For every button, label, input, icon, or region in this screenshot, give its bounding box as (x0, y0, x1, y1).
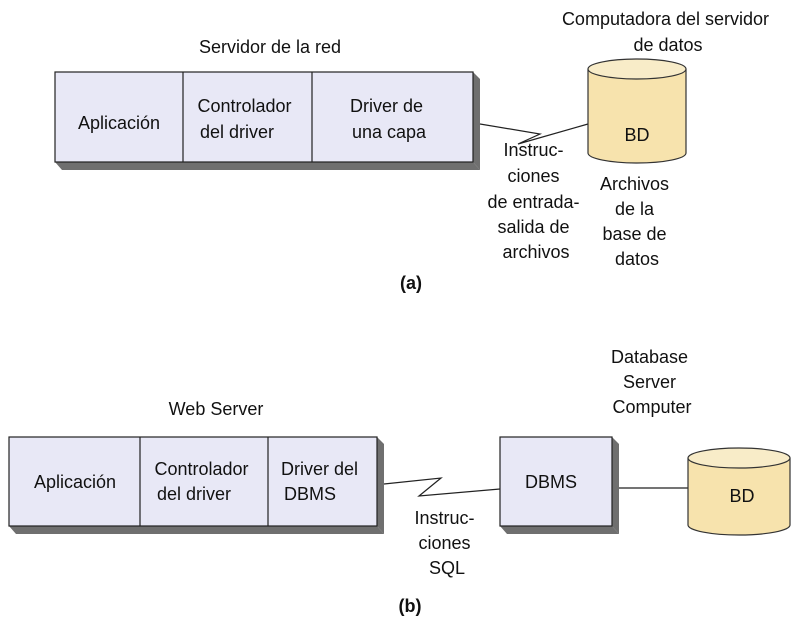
dbms-box (499, 436, 619, 534)
server-box-face-a (54, 71, 474, 163)
cell-controlador-a: Controlador del driver (197, 96, 296, 142)
database-body-b (687, 458, 791, 536)
database-top-a (587, 58, 687, 80)
db-label-b: BD (729, 486, 754, 506)
server-box-a (54, 71, 480, 170)
dbms-box-face (499, 436, 613, 527)
db-computer-title-a: Computadora del servidor de datos (562, 9, 774, 55)
web-server-title-b: Web Server (169, 399, 264, 419)
server-box-bottom-shade-b (9, 526, 384, 534)
db-files-label-a: Archivos de la base de datos (600, 174, 674, 269)
connector-label-b: Instruc- ciones SQL (414, 508, 479, 578)
db-computer-title-b: Database Server Computer (611, 347, 693, 417)
connector-label-a: Instruc- ciones de entrada- salida de ar… (487, 140, 584, 262)
database-body-a (587, 69, 687, 164)
cell-controlador-b: Controlador del driver (154, 459, 253, 504)
cell-driver-capa-a: Driver de una capa (350, 96, 428, 142)
dbms-label: DBMS (525, 472, 577, 492)
database-top-b (687, 447, 791, 469)
database-cylinder-b (687, 447, 791, 536)
server-box-face-b (8, 436, 378, 527)
db-label-a: BD (624, 125, 649, 145)
cell-aplicacion-a: Aplicación (78, 113, 160, 133)
server-box-bottom-shade-a (55, 162, 480, 170)
web-server-title-a: Servidor de la red (199, 37, 341, 57)
dbms-box-bottom-shade (500, 526, 619, 534)
caption-a: (a) (400, 273, 422, 293)
connector-line-a (479, 123, 589, 145)
server-box-side-shade-b (377, 437, 384, 534)
dbms-box-side-shade (612, 437, 619, 534)
server-box-side-shade-a (473, 72, 480, 170)
cell-aplicacion-b: Aplicación (34, 472, 116, 492)
diagram-a: Servidor de la red Computadora del servi… (54, 9, 774, 293)
caption-b: (b) (399, 596, 422, 616)
database-cylinder-a (587, 58, 687, 164)
cell-driver-dbms-b: Driver del DBMS (281, 459, 363, 504)
diagram-b: Web Server Database Server Computer Apli… (8, 347, 791, 616)
server-box-b (8, 436, 384, 534)
connector-line-b (383, 477, 501, 497)
